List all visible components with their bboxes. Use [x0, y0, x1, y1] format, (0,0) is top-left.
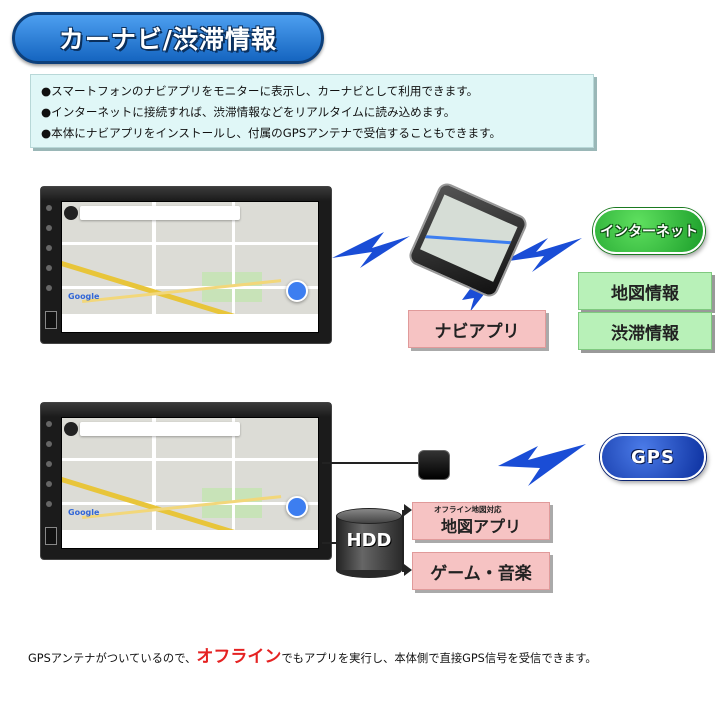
feature-item: ●本体にナビアプリをインストールし、付属のGPSアンテナで受信することもできます… [41, 126, 502, 140]
side-buttons [45, 205, 55, 305]
map-bottom-bar [62, 314, 318, 332]
offline-highlight: オフライン [196, 647, 282, 667]
google-logo: Google [68, 508, 100, 517]
card-slot [45, 527, 57, 545]
wireless-bolt-icon [498, 444, 586, 486]
locate-icon [286, 280, 308, 302]
map-screen: Google [61, 201, 319, 333]
feature-item: ●スマートフォンのナビアプリをモニターに表示し、カーナビとして利用できます。 [41, 84, 479, 98]
feature-list: ●スマートフォンのナビアプリをモニターに表示し、カーナビとして利用できます。 ●… [30, 74, 594, 148]
smartphone-image [406, 180, 530, 300]
footer-note: GPSアンテナがついているので、オフラインでもアプリを実行し、本体側で直接GPS… [28, 647, 597, 667]
menu-icon [64, 206, 78, 220]
navi-app-box: ナビアプリ [408, 310, 546, 348]
gps-badge: GPS [600, 434, 706, 480]
hdd-bracket [402, 510, 404, 572]
hdd-icon: HDD [336, 508, 402, 578]
map-info-box: 地図情報 [578, 272, 712, 310]
gps-antenna-image [418, 450, 450, 480]
bezel [41, 187, 331, 201]
map-search-bar [80, 422, 240, 436]
traffic-info-box: 渋滞情報 [578, 312, 712, 350]
google-logo: Google [68, 292, 100, 301]
head-unit-top: Google [40, 186, 332, 344]
bezel [41, 403, 331, 417]
offline-map-note: オフライン地図対応 [434, 505, 502, 514]
card-slot [45, 311, 57, 329]
pointer-arrow-icon [404, 504, 412, 516]
map-screen: Google [61, 417, 319, 549]
page-title-text: カーナビ/渋滞情報 [58, 25, 278, 54]
wireless-bolt-icon [332, 232, 410, 268]
pointer-arrow-icon [404, 564, 412, 576]
locate-icon [286, 496, 308, 518]
map-search-bar [80, 206, 240, 220]
head-unit-bottom: Google [40, 402, 332, 560]
internet-badge: インターネット [593, 208, 705, 254]
game-music-box: ゲーム・音楽 [412, 552, 550, 590]
map-bottom-bar [62, 530, 318, 548]
menu-icon [64, 422, 78, 436]
page-title: カーナビ/渋滞情報 [12, 12, 324, 64]
hdd-cable [322, 542, 336, 544]
map-app-box: 地図アプリ [412, 502, 550, 540]
feature-item: ●インターネットに接続すれば、渋滞情報などをリアルタイムに読み込めます。 [41, 105, 456, 119]
side-buttons [45, 421, 55, 521]
antenna-cable [322, 462, 418, 464]
